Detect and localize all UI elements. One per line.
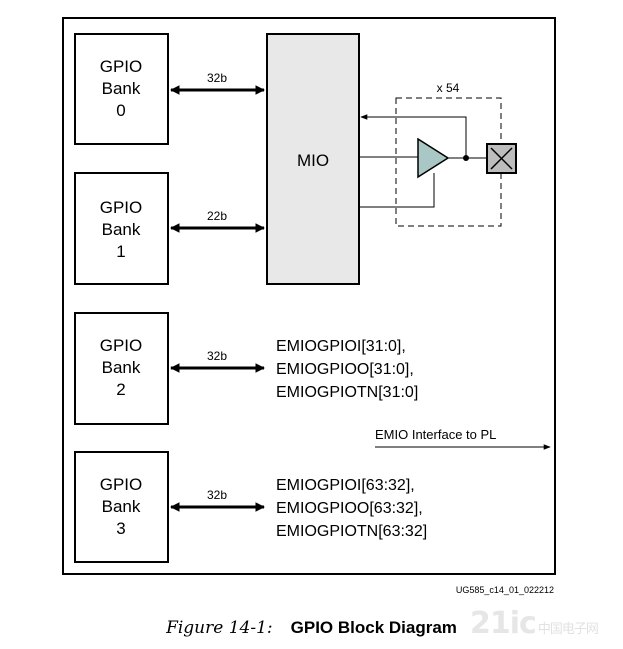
- caption-title: GPIO Block Diagram: [290, 618, 457, 637]
- bank-3-line2: Bank: [102, 497, 141, 516]
- emio-bank-3-signals: EMIOGPIOI[63:32], EMIOGPIOO[63:32], EMIO…: [276, 477, 427, 540]
- emio-bank-2-line3: EMIOGPIOTN[31:0]: [276, 384, 418, 401]
- bus-width-0: 32b: [207, 71, 227, 85]
- bus-bank-3: 32b: [170, 488, 265, 512]
- mio-block: MIO: [266, 33, 360, 285]
- gpio-bank-3: GPIO Bank 3: [74, 451, 169, 563]
- bank-2-line3: 2: [116, 380, 125, 399]
- bank-1-line3: 1: [116, 242, 125, 261]
- emio-bank-3-line2: EMIOGPIOO[63:32],: [276, 500, 423, 517]
- bus-bank-0: 32b: [170, 71, 265, 95]
- pin-multiplier-label: x 54: [437, 81, 460, 95]
- bank-0-line2: Bank: [102, 79, 141, 98]
- emio-bank-3-line1: EMIOGPIOI[63:32],: [276, 477, 415, 494]
- caption-figure-number: Figure 14-1:: [166, 618, 273, 638]
- io-buffer-group: x 54: [359, 81, 517, 227]
- emio-interface-label: EMIO Interface to PL: [375, 427, 496, 442]
- figure-id: UG585_c14_01_022212: [456, 585, 554, 595]
- emio-bank-3-line3: EMIOGPIOTN[63:32]: [276, 523, 427, 540]
- gpio-bank-2: GPIO Bank 2: [74, 312, 169, 425]
- bank-2-line2: Bank: [102, 358, 141, 377]
- bank-1-line1: GPIO: [100, 198, 143, 217]
- output-buffer-icon: [417, 137, 450, 179]
- outer-frame: [62, 17, 556, 575]
- bank-3-line3: 3: [116, 519, 125, 538]
- bus-bank-1: 22b: [170, 209, 265, 233]
- bus-bank-2: 32b: [170, 349, 265, 373]
- figure-caption: Figure 14-1: GPIO Block Diagram: [0, 618, 623, 638]
- bank-0-line3: 0: [116, 101, 125, 120]
- emio-bank-2-line1: EMIOGPIOI[31:0],: [276, 338, 406, 355]
- emio-bank-2-signals: EMIOGPIOI[31:0], EMIOGPIOO[31:0], EMIOGP…: [276, 338, 418, 401]
- bank-0-line1: GPIO: [100, 57, 143, 76]
- bus-width-1: 22b: [207, 209, 227, 223]
- gpio-bank-1: GPIO Bank 1: [74, 172, 169, 285]
- mio-label: MIO: [297, 151, 329, 170]
- watermark-sub: 中国电子网: [537, 622, 599, 637]
- bank-3-line1: GPIO: [100, 475, 143, 494]
- gpio-bank-0: GPIO Bank 0: [74, 33, 169, 145]
- bus-width-3: 32b: [207, 488, 227, 502]
- io-pad-icon: [486, 143, 517, 174]
- bank-1-line2: Bank: [102, 220, 141, 239]
- junction-dot: [463, 155, 469, 161]
- watermark-main: 21ic: [470, 606, 537, 641]
- bus-width-2: 32b: [207, 349, 227, 363]
- emio-bank-2-line2: EMIOGPIOO[31:0],: [276, 361, 414, 378]
- emio-interface-arrow: EMIO Interface to PL: [375, 427, 551, 450]
- bank-2-line1: GPIO: [100, 336, 143, 355]
